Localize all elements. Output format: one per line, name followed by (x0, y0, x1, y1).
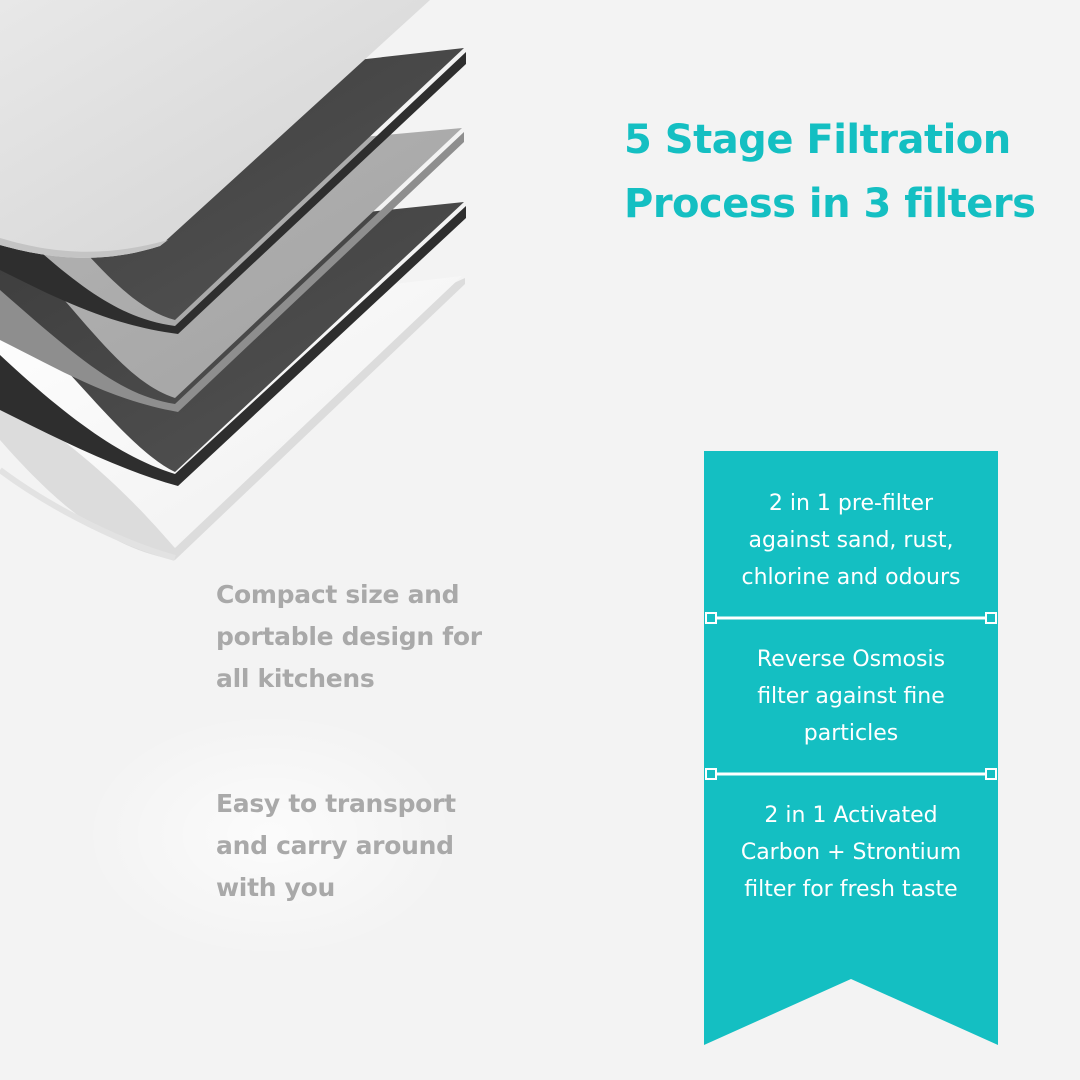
feature-line: portable design for (216, 622, 482, 651)
stage-line: particles (803, 721, 899, 746)
headline-line-2: Process in 3 filters (624, 181, 1036, 227)
stage-divider-2 (705, 768, 997, 780)
headline: 5 Stage Filtration Process in 3 filters (624, 108, 1036, 236)
stage-activated-carbon: 2 in 1 Activated Carbon + Strontium filt… (704, 797, 998, 908)
ribbon-banner (704, 451, 998, 1045)
headline-line-1: 5 Stage Filtration (624, 117, 1011, 163)
feature-line: Easy to transport (216, 789, 456, 818)
stage-line: filter for fresh taste (744, 877, 958, 902)
feature-line: and carry around (216, 831, 454, 860)
stage-line: Carbon + Strontium (740, 840, 962, 865)
stage-divider-1 (705, 612, 997, 624)
stage-reverse-osmosis: Reverse Osmosis filter against fine part… (704, 641, 998, 752)
feature-portable: Easy to transport and carry around with … (216, 783, 516, 909)
filter-layer-top (0, 0, 430, 258)
feature-line: with you (216, 873, 335, 902)
stage-line: against sand, rust, (748, 528, 954, 553)
feature-line: Compact size and (216, 580, 460, 609)
background-glow (80, 710, 460, 960)
stage-line: Reverse Osmosis (756, 647, 946, 672)
filter-layers-illustration (0, 0, 480, 570)
stage-line: 2 in 1 Activated (764, 803, 938, 828)
stage-pre-filter: 2 in 1 pre-filter against sand, rust, ch… (704, 485, 998, 596)
stage-line: chlorine and odours (741, 565, 961, 590)
stage-line: filter against fine (757, 684, 945, 709)
filtration-stages-ribbon: 2 in 1 pre-filter against sand, rust, ch… (704, 451, 998, 1045)
stage-line: 2 in 1 pre-filter (768, 491, 934, 516)
feature-compact: Compact size and portable design for all… (216, 574, 516, 700)
feature-line: all kitchens (216, 664, 375, 693)
